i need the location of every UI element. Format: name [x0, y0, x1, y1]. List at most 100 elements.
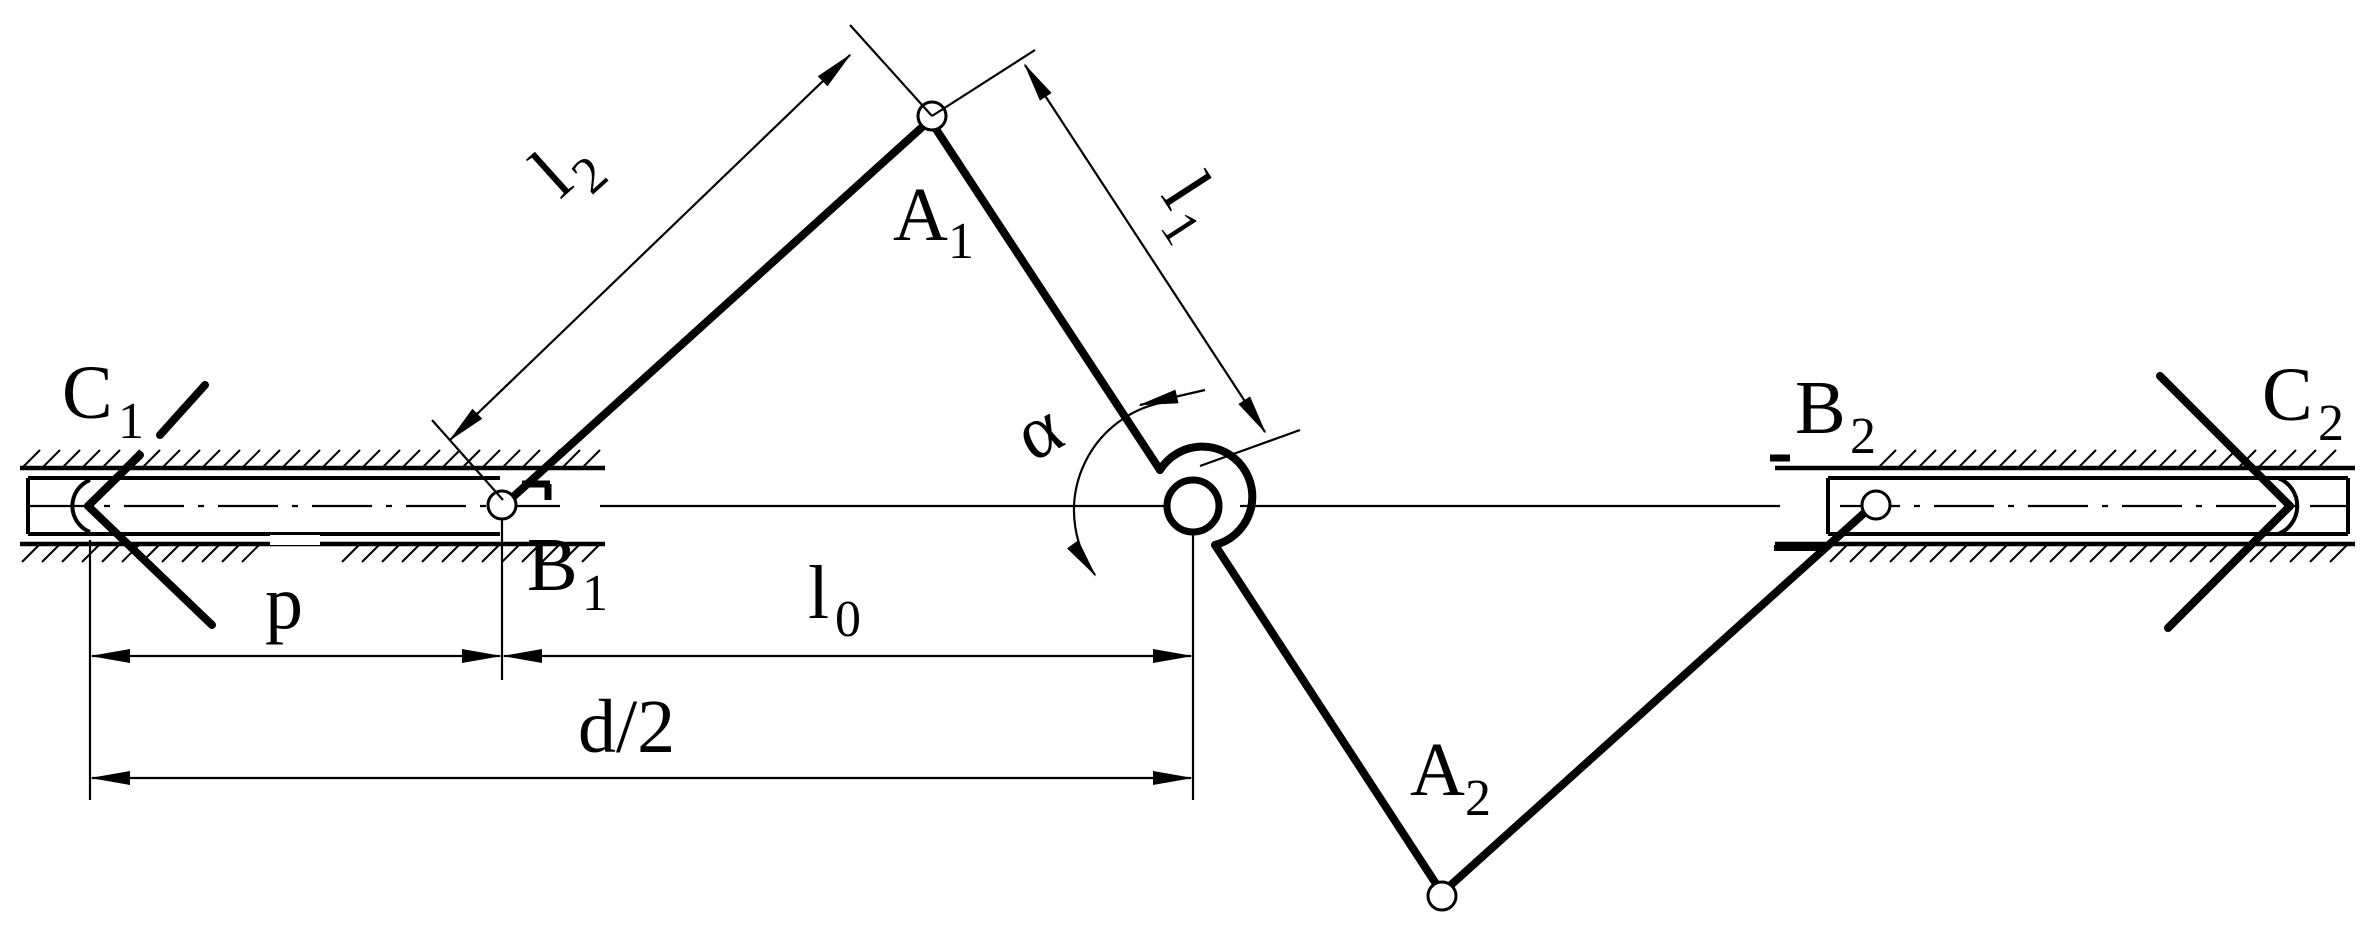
left-guide-top-wall [20, 449, 605, 471]
hatch-line [2149, 543, 2169, 563]
hatch-line [2029, 543, 2049, 563]
svg-text:0: 0 [835, 591, 861, 648]
joint-a2 [1426, 880, 1458, 912]
hatch-line [21, 543, 41, 563]
hatch-line [2269, 543, 2289, 563]
svg-text:C: C [2262, 353, 2313, 437]
hatch-line [41, 449, 61, 469]
hatch-line [2297, 449, 2317, 469]
hatch-line [2089, 543, 2109, 563]
hatch-line [2109, 543, 2129, 563]
svg-text:B: B [527, 523, 578, 607]
hatch-line [2137, 449, 2157, 469]
hatch-line [81, 449, 101, 469]
svg-text:C: C [62, 351, 113, 435]
hatch-line [561, 543, 581, 563]
hatch-line [1889, 543, 1909, 563]
hatch-line [361, 543, 381, 563]
hatch-line [521, 543, 541, 563]
label-c1: C 1 [62, 351, 144, 450]
hatch-line [121, 543, 141, 563]
svg-text:A: A [1410, 728, 1465, 812]
hatch-line [2069, 543, 2089, 563]
hatch-line [2189, 543, 2209, 563]
hatch-line [2197, 449, 2217, 469]
joint-b1 [486, 489, 518, 521]
jaw-c2 [2156, 372, 2294, 632]
label-l1: l 1 [1146, 159, 1228, 255]
hatch-line [521, 449, 541, 469]
hatch-line [1849, 543, 1869, 563]
central-hub [1156, 442, 1257, 549]
svg-text:2: 2 [1850, 408, 1876, 465]
hatch-line [2309, 543, 2329, 563]
hatch-line [241, 543, 261, 563]
hatch-line [1929, 543, 1949, 563]
hatch-line [1877, 449, 1897, 469]
hatch-line [1957, 449, 1977, 469]
svg-text:2: 2 [1465, 770, 1491, 827]
b2-marks [1770, 454, 1828, 551]
label-b2: B 2 [1795, 366, 1876, 465]
svg-text:A: A [893, 173, 948, 257]
hatch-line [2209, 543, 2229, 563]
hatch-line [201, 543, 221, 563]
label-alpha: α [1001, 385, 1076, 478]
hatch-line [561, 449, 581, 469]
hatch-line [2257, 449, 2277, 469]
hatch-line [481, 543, 501, 563]
hatch-line [2049, 543, 2069, 563]
svg-text:1: 1 [118, 393, 144, 450]
hatch-line [21, 449, 41, 469]
hatch-line [2097, 449, 2117, 469]
hatch-line [1869, 543, 1889, 563]
hatch-line [2317, 449, 2337, 469]
hatch-line [541, 543, 561, 563]
hatch-line [2009, 543, 2029, 563]
hatch-line [381, 449, 401, 469]
hatch-line [2129, 543, 2149, 563]
hatch-line [241, 449, 261, 469]
hatch-line [2177, 449, 2197, 469]
label-a2: A 2 [1410, 728, 1491, 827]
hatch-line [1897, 449, 1917, 469]
hatch-line [321, 449, 341, 469]
hatch-line [201, 449, 221, 469]
label-d2: d/2 [578, 685, 675, 769]
left-guide-bottom-wall [20, 541, 605, 563]
hatch-line [161, 449, 181, 469]
hatch-line [61, 543, 81, 563]
hatch-line [441, 543, 461, 563]
angle-alpha [1067, 388, 1206, 577]
hatch-line [441, 449, 461, 469]
hatch-line [2289, 543, 2309, 563]
hatch-line [1949, 543, 1969, 563]
hatch-line [2117, 449, 2137, 469]
dimension-l2 [431, 24, 933, 501]
hatch-line [2037, 449, 2057, 469]
hatch-line [461, 543, 481, 563]
hatch-line [301, 449, 321, 469]
hatch-line [2057, 449, 2077, 469]
hatch-line [2329, 543, 2349, 563]
hatch-line [141, 449, 161, 469]
hatch-line [101, 543, 121, 563]
hatch-line [1909, 543, 1929, 563]
label-p: p [265, 561, 303, 645]
hatch-line [41, 543, 61, 563]
link-a2-b2 [1438, 502, 1876, 897]
hatch-line [501, 449, 521, 469]
hatch-line [181, 449, 201, 469]
hatch-line [1937, 449, 1957, 469]
link-hub-a2 [1211, 541, 1446, 897]
svg-text:l: l [808, 551, 829, 635]
hatch-line [361, 449, 381, 469]
hatch-line [381, 543, 401, 563]
hatch-line [1997, 449, 2017, 469]
label-l0: l 0 [808, 551, 861, 648]
b1-marks [270, 480, 552, 545]
hatch-line [1977, 449, 1997, 469]
hatch-line [1969, 543, 1989, 563]
hatch-line [1829, 543, 1849, 563]
